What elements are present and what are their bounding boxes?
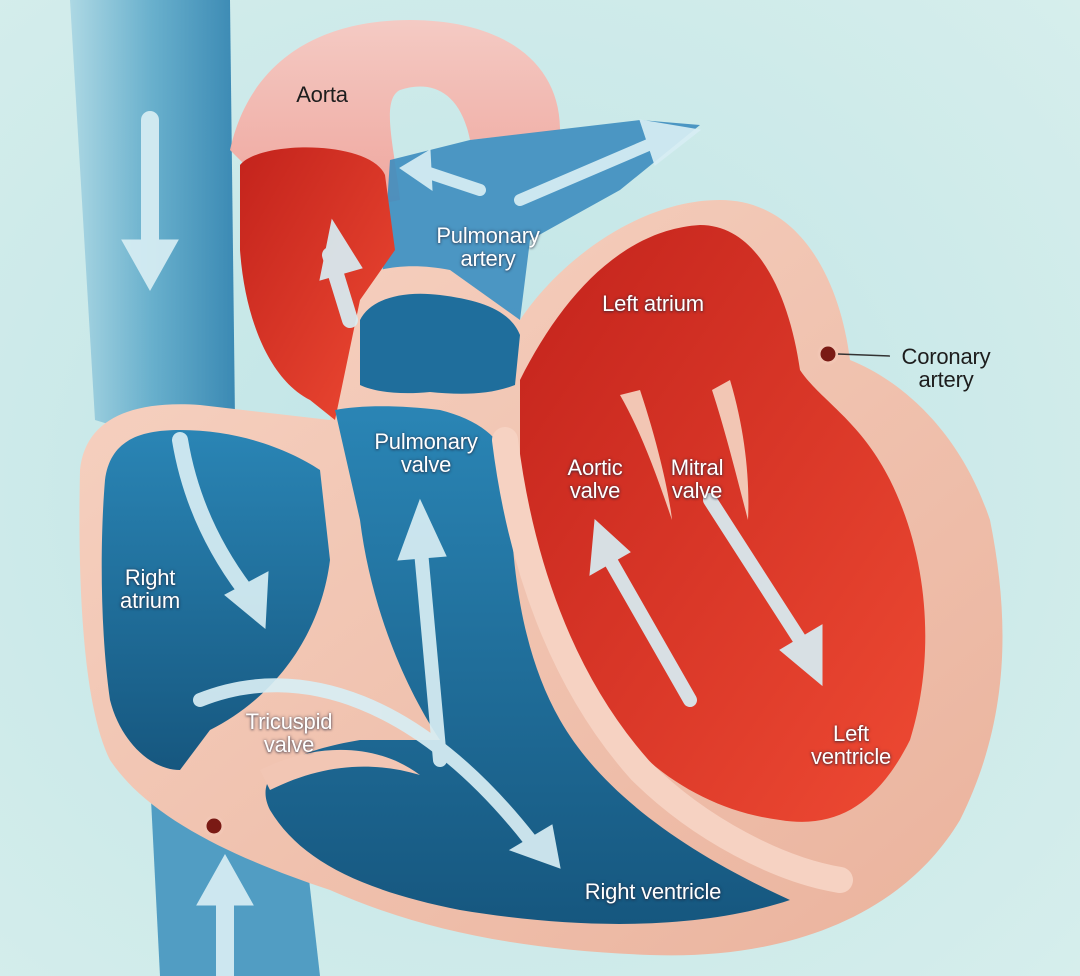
label-aortic-valve: Aortic valve (567, 455, 623, 503)
septum (492, 427, 853, 893)
label-right-atrium: Right atrium (120, 565, 180, 613)
tricuspid-flap (260, 749, 420, 790)
label-coronary-artery: Coronary artery (901, 344, 991, 392)
coronary-leader-line (837, 353, 891, 357)
flow-arrow-pa-out-head (639, 119, 702, 166)
mitral-flap (620, 390, 672, 520)
coronary-artery-dot-lower (203, 815, 225, 837)
aortic-root-chamber (240, 147, 395, 420)
flow-arrow-rv-up-head (397, 498, 447, 561)
right-atrium-chamber (101, 430, 330, 770)
flow-arrow-tricuspid-head (508, 824, 561, 869)
flow-arrow-mitral-down (703, 493, 807, 647)
right-ventricle-chamber (265, 406, 790, 924)
flow-arrow-rv-up (413, 533, 447, 767)
pulmonary-artery-vessel (380, 120, 700, 320)
label-pulmonary-artery: Pulmonary artery (436, 223, 540, 271)
flow-arrow-lv-up (603, 553, 697, 707)
flow-arrow-right-atrium-head (224, 571, 269, 630)
coronary-artery-dot (817, 343, 839, 365)
flow-arrows (121, 111, 823, 976)
label-aorta: Aorta (296, 82, 348, 107)
flow-arrow-aorta-up-head (319, 218, 363, 281)
flow-arrow-right-atrium (172, 432, 253, 598)
flow-arrow-pa-left-head (399, 149, 433, 191)
mitral-flap-2 (712, 380, 749, 520)
label-pulmonary-valve: Pulmonary valve (374, 429, 478, 477)
label-left-atrium: Left atrium (602, 291, 704, 316)
flow-arrow-mitral-down-head (779, 624, 823, 687)
flow-arrow-lv-up-head (589, 518, 631, 576)
label-mitral-valve: Mitral valve (670, 455, 724, 503)
flow-arrow-ivc-head (196, 853, 254, 906)
label-right-ventricle: Right ventricle (584, 879, 722, 904)
flow-arrow-pa-out (514, 134, 666, 206)
label-left-ventricle: Left ventricle (810, 721, 892, 769)
pulmonary-valve-chamber (360, 293, 520, 394)
flow-arrow-tricuspid (193, 678, 537, 847)
flow-arrow-svc-head (121, 239, 179, 292)
label-tricuspid-valve: Tricuspid valve (245, 709, 333, 757)
